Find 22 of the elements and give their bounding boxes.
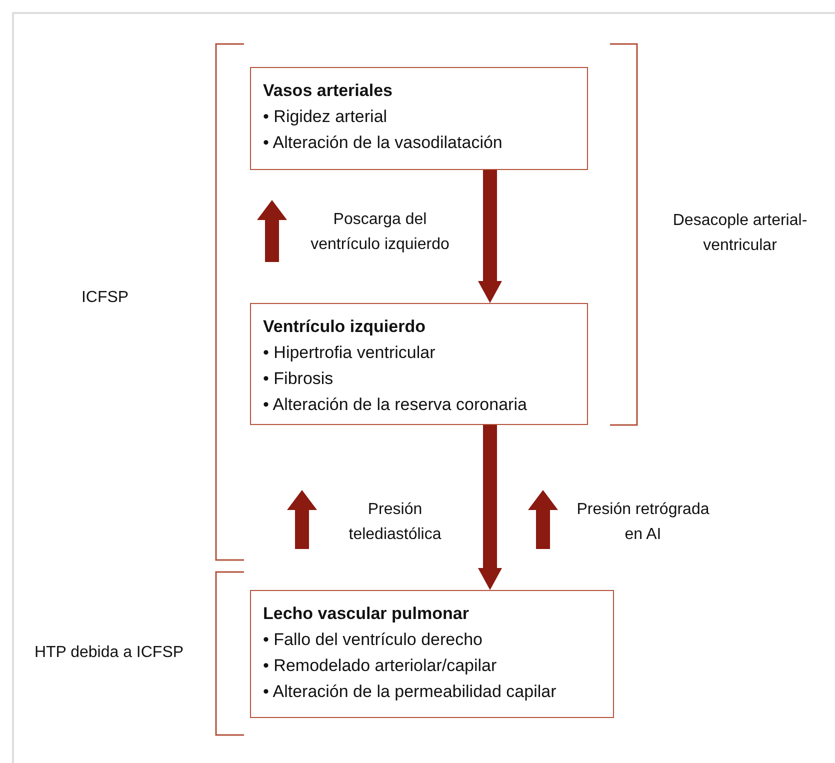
annotation-text: Presión telediastólica [348, 500, 442, 545]
box-heading: Vasos arteriales [263, 80, 394, 102]
annotation-text: Presión retrógrada en AI [576, 500, 710, 545]
bullet-item: • Alteración de la vasodilatación [263, 132, 504, 154]
annotation-text: Poscarga del ventrículo izquierdo [310, 210, 450, 255]
bullet-item: • Fibrosis [263, 368, 334, 390]
bullet-item: • Rigidez arterial [263, 106, 388, 128]
process-box [250, 303, 588, 425]
annotation-text: HTP debida a ICFSP [33, 643, 185, 663]
bullet-item: • Fallo del ventrículo derecho [263, 629, 484, 651]
process-box [250, 590, 614, 718]
arrow [478, 170, 502, 303]
box-heading: Ventrículo izquierdo [263, 316, 426, 338]
annotation-text: ICFSP [80, 288, 130, 308]
bullet-item: • Hipertrofia ventricular [263, 342, 436, 364]
arrow [478, 425, 502, 590]
box-heading: Lecho vascular pulmonar [263, 603, 470, 625]
process-box [250, 67, 588, 170]
bullet-item: • Alteración de la permeabilidad capilar [263, 681, 558, 703]
bullet-item: • Remodelado arteriolar/capilar [263, 655, 498, 677]
annotation-text: Desacople arterial-ventricular [672, 211, 808, 256]
bullet-item: • Alteración de la reserva coronaria [263, 394, 528, 416]
